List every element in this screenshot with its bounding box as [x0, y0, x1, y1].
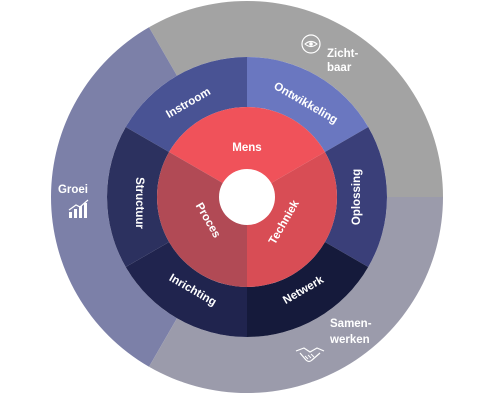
- center-hole: [219, 169, 275, 225]
- middle-ring: [107, 57, 387, 337]
- core-sector-mens: [169, 107, 325, 197]
- ring-sector-instroom: [125, 57, 247, 152]
- ring-sector-inrichting: [125, 242, 247, 337]
- label-mens: Mens: [232, 142, 261, 154]
- label-groei: Groei: [58, 184, 88, 196]
- label-zichtbaar-line1: Zicht-: [327, 48, 358, 60]
- outer-sector-samenwerken: [149, 197, 443, 393]
- handshake-icon: [295, 347, 325, 363]
- label-oplossing: Oplossing: [351, 169, 363, 225]
- ring-sector-structuur: [107, 127, 170, 267]
- outer-ring: [51, 1, 443, 393]
- outer-sector-groei: [51, 27, 177, 367]
- label-samenwerken-line1: Samen-: [330, 318, 372, 330]
- ring-sector-ontwikkeling: [247, 57, 369, 152]
- label-structuur: Structuur: [133, 177, 145, 229]
- ring-sector-netwerk: [247, 242, 369, 337]
- label-samenwerken-line2: werken: [329, 334, 370, 346]
- eye-icon: [301, 34, 321, 54]
- outer-sector-zichtbaar: [149, 1, 443, 197]
- label-zichtbaar-line2: baar: [327, 62, 352, 74]
- ring-sector-oplossing: [324, 127, 387, 267]
- growth-chart-icon: [68, 199, 89, 218]
